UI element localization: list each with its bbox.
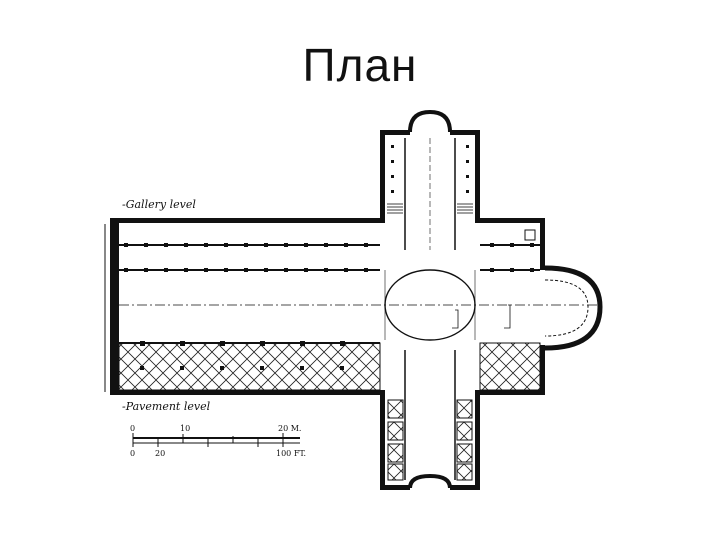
scale-bar: 0 10 20 M. 0 20 100 FT.	[130, 424, 306, 458]
north-transept	[380, 109, 480, 250]
scale-ft-tick-0: 0	[130, 449, 135, 458]
nave-walls	[104, 218, 545, 395]
pavement-level-label: -Pavement level	[122, 400, 211, 413]
scale-ft-tick-100: 100 FT.	[276, 449, 306, 458]
scale-m-tick-20: 20 M.	[278, 424, 301, 433]
scale-m-tick-10: 10	[180, 424, 190, 433]
south-transept	[380, 350, 480, 490]
slide-title: План	[302, 39, 418, 91]
pavement-level-area	[118, 341, 541, 391]
gallery-level-label: -Gallery level	[122, 198, 196, 211]
crossing-dome	[384, 269, 511, 341]
scale-ft-tick-20: 20	[155, 449, 165, 458]
gallery-level-area	[119, 243, 540, 272]
apse	[524, 229, 603, 351]
scale-m-tick-0: 0	[130, 424, 135, 433]
church-floor-plan: -Gallery level -Pavement level 0 10 20 M…	[100, 100, 612, 500]
